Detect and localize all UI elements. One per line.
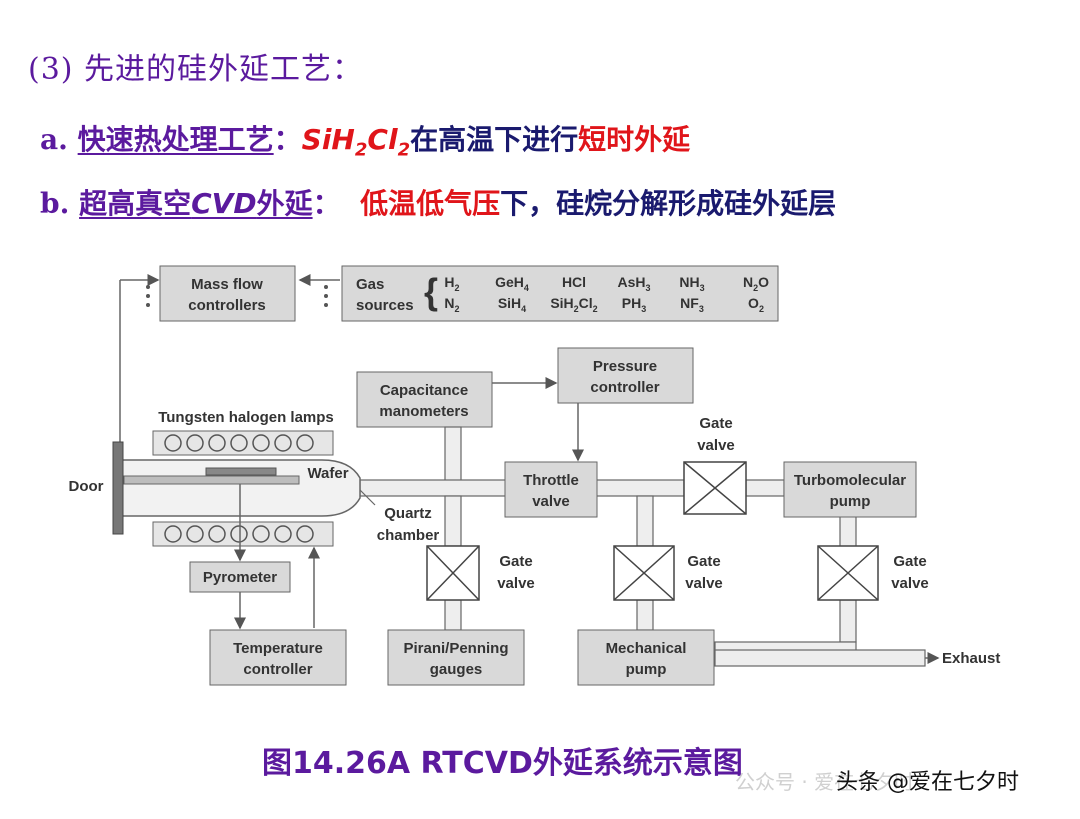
gas-formula: PH3 (622, 295, 646, 314)
svg-text:controller: controller (243, 661, 312, 678)
svg-text:valve: valve (685, 575, 723, 592)
line-a: a. 快速热处理工艺：SiH2Cl2在高温下进行短时外延 (40, 118, 690, 161)
figure-caption: 图14.26A RTCVD外延系统示意图 (262, 746, 743, 781)
line-a-mid: 在高温下进行 (410, 123, 579, 156)
svg-text:valve: valve (891, 575, 929, 592)
lamp-icon (296, 525, 314, 543)
gas-formula: NF3 (680, 295, 704, 314)
mass-flow-box: Mass flow controllers (159, 265, 296, 322)
line-b-colon: ： (312, 187, 341, 220)
svg-text:Pyrometer: Pyrometer (203, 569, 277, 586)
svg-text:Mechanical: Mechanical (606, 640, 687, 657)
svg-text:Capacitance: Capacitance (380, 382, 468, 399)
svg-text:pump: pump (830, 493, 871, 510)
line-a-colon: ： (273, 123, 302, 156)
svg-text:Throttle: Throttle (523, 472, 579, 489)
svg-text:Wafer: Wafer (307, 465, 348, 482)
svg-text:Door: Door (69, 478, 104, 495)
line-b-title: 超高真空CVD外延 (79, 187, 313, 220)
throttle-valve-box: Throttle valve (504, 461, 598, 518)
line-b: b. 超高真空CVD外延： 低温低气压下，硅烷分解形成硅外延层 (40, 182, 836, 222)
gate-valve-top (683, 461, 747, 515)
formula-sih2cl2: SiH2Cl2 (301, 123, 411, 161)
lamp-icon (164, 525, 182, 543)
lamp-icon (274, 525, 292, 543)
gas-formula: N2O (743, 274, 769, 293)
gas-formula: H2 (444, 274, 459, 293)
svg-text:Exhaust: Exhaust (942, 650, 1000, 667)
quartz-chamber: Tungsten halogen lamps Door Wafer Quartz… (69, 409, 440, 547)
svg-text:valve: valve (497, 575, 535, 592)
svg-text:sources: sources (356, 297, 414, 314)
svg-text:{: { (424, 271, 438, 312)
svg-text:Gate: Gate (687, 553, 720, 570)
svg-text:Turbomolecular: Turbomolecular (794, 472, 906, 489)
turbo-pump-box: Turbomolecular pump (783, 461, 917, 518)
gas-row-1: H2 GeH4 HCl AsH3 NH3 N2O (444, 274, 769, 293)
lamp-icon (296, 434, 314, 452)
gas-row-2: N2 SiH4 SiH2Cl2 PH3 NF3 O2 (444, 295, 764, 314)
lamp-icon (252, 525, 270, 543)
watermark-faint: 公众号 · 爱在七夕时 (735, 770, 915, 794)
gas-formula: O2 (748, 295, 764, 314)
pyrometer-box: Pyrometer (189, 561, 291, 593)
section-heading: (3) 先进的硅外延工艺： (28, 52, 364, 87)
line-b-prefix: b. (40, 187, 80, 220)
gas-formula: N2 (444, 295, 459, 314)
lamp-icon (208, 434, 226, 452)
line-b-rest: 下，硅烷分解形成硅外延层 (500, 187, 837, 220)
gas-formula: SiH4 (498, 295, 526, 314)
gas-formula: SiH2Cl2 (550, 295, 597, 314)
lamp-icon (186, 434, 204, 452)
svg-text:chamber: chamber (377, 527, 440, 544)
svg-text:Mass flow: Mass flow (191, 276, 263, 293)
gate-valve-right (817, 545, 879, 601)
pressure-controller-box: Pressure controller (557, 347, 694, 404)
gas-sources-box: Gas sources { H2 GeH4 HCl AsH3 NH3 N2O N2 SiH4… (341, 265, 779, 322)
mechanical-pump-box: Mechanical pump (577, 629, 715, 686)
lamp-icon (208, 525, 226, 543)
svg-text:Gate: Gate (499, 553, 532, 570)
svg-text:Quartz: Quartz (384, 505, 432, 522)
svg-text:pump: pump (626, 661, 667, 678)
lamp-icon (252, 434, 270, 452)
svg-text:manometers: manometers (379, 403, 468, 420)
gas-formula: HCl (562, 274, 586, 290)
gas-formula: GeH4 (495, 274, 529, 293)
svg-text:Pressure: Pressure (593, 358, 657, 375)
svg-text:valve: valve (697, 437, 735, 454)
svg-text:Gate: Gate (699, 415, 732, 432)
gate-valve-left (426, 545, 480, 601)
lamp-icon (274, 434, 292, 452)
svg-text:Temperature: Temperature (233, 640, 323, 657)
capacitance-box: Capacitance manometers (356, 371, 493, 428)
pirani-box: Pirani/Penning gauges (387, 629, 525, 686)
svg-text:gauges: gauges (430, 661, 483, 678)
line-a-highlight: 短时外延 (578, 123, 691, 156)
lamp-icon (164, 434, 182, 452)
svg-text:Gate: Gate (893, 553, 926, 570)
watermark-toutiao: 头条 @爱在七夕时 (836, 770, 1019, 795)
line-a-title: 快速热处理工艺 (77, 123, 274, 156)
svg-text:controllers: controllers (188, 297, 266, 314)
lamp-icon (186, 525, 204, 543)
svg-text:valve: valve (532, 493, 570, 510)
line-a-prefix: a. (40, 123, 78, 156)
gas-formula: AsH3 (617, 274, 650, 293)
temperature-controller-box: Temperature controller (209, 629, 347, 686)
svg-text:controller: controller (590, 379, 659, 396)
line-b-highlight: 低温低气压 (360, 187, 501, 220)
svg-text:Tungsten halogen lamps: Tungsten halogen lamps (158, 409, 334, 426)
svg-text:Pirani/Penning: Pirani/Penning (403, 640, 508, 657)
lamp-icon (230, 525, 248, 543)
gate-valve-mid (613, 545, 675, 601)
lamp-icon (230, 434, 248, 452)
svg-text:Gas: Gas (356, 276, 384, 293)
gas-formula: NH3 (679, 274, 704, 293)
